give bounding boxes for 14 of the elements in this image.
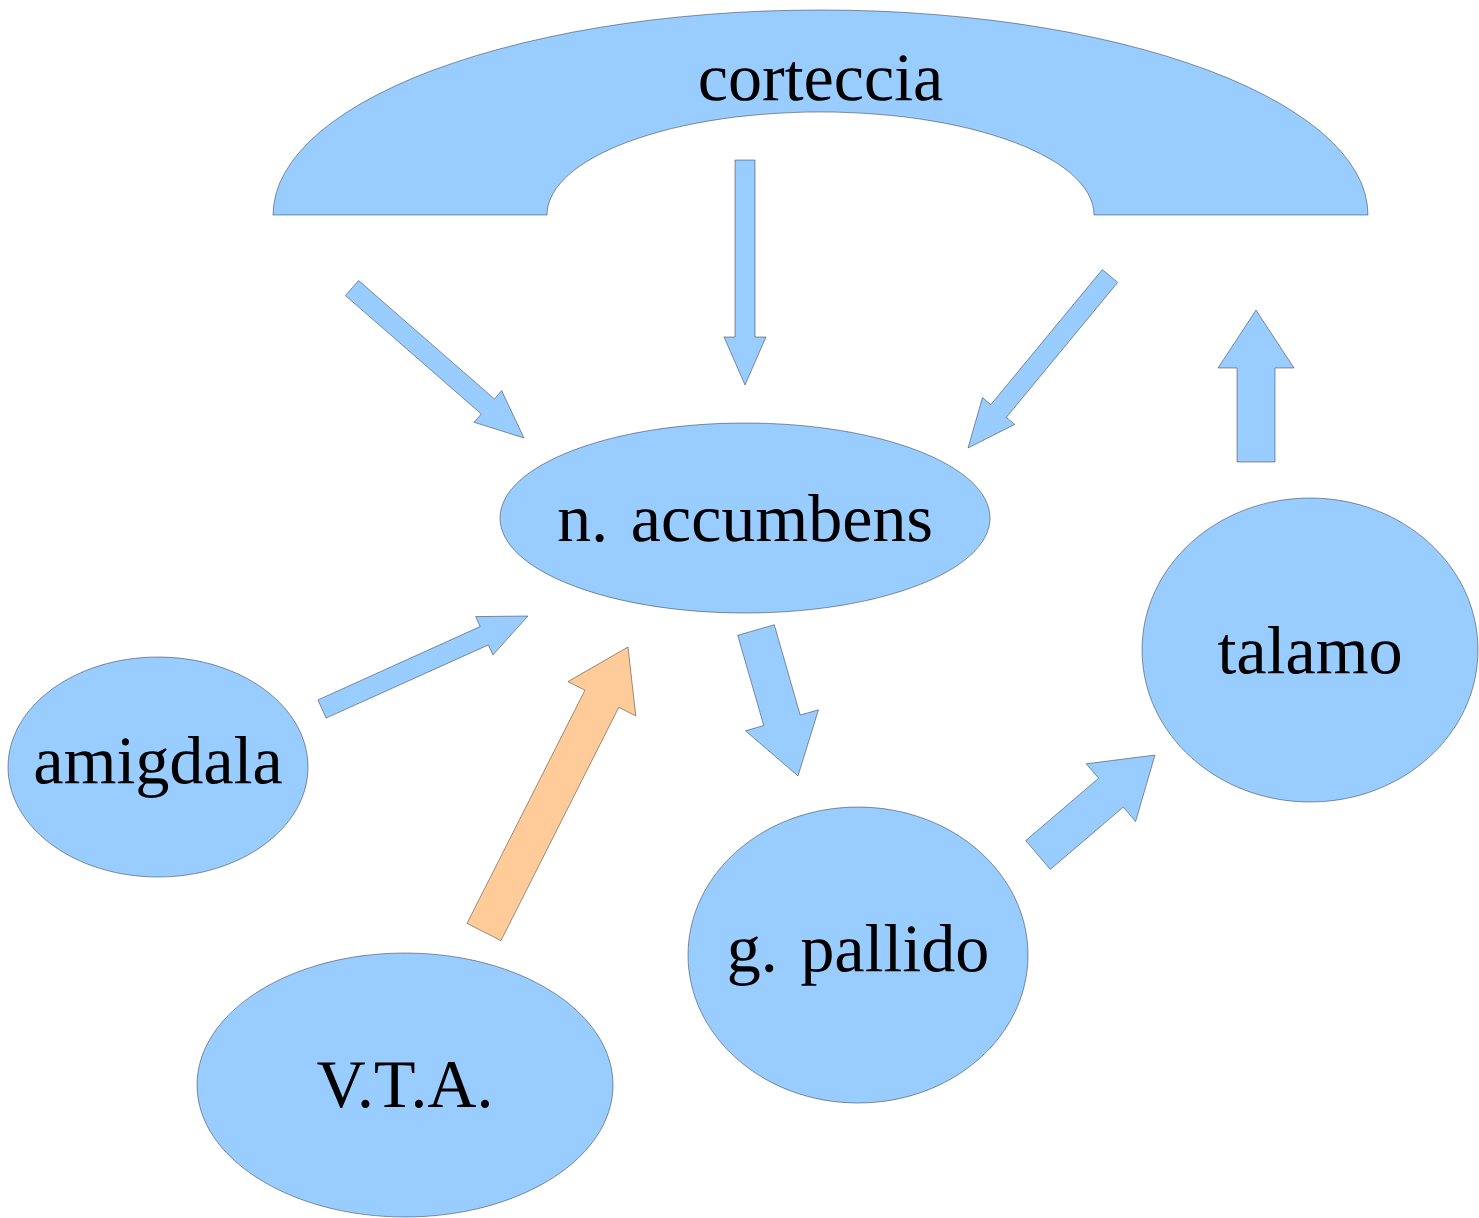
block-arrow — [345, 280, 525, 439]
block-arrow — [317, 615, 529, 719]
block-arrow — [737, 624, 819, 777]
ellipse-node: talamo — [1141, 497, 1479, 803]
arch-band: corteccia — [272, 9, 1369, 216]
ellipse-node: V.T.A. — [196, 952, 614, 1218]
block-arrow — [1217, 309, 1295, 463]
block-arrow — [967, 269, 1118, 449]
block-arrow — [1025, 754, 1156, 870]
ellipse-node: g. pallido — [687, 806, 1029, 1104]
ellipse-node: n. accumbens — [499, 422, 991, 614]
block-arrow — [466, 646, 636, 941]
ellipse-node: amigdala — [7, 656, 309, 878]
block-arrow — [723, 159, 767, 386]
